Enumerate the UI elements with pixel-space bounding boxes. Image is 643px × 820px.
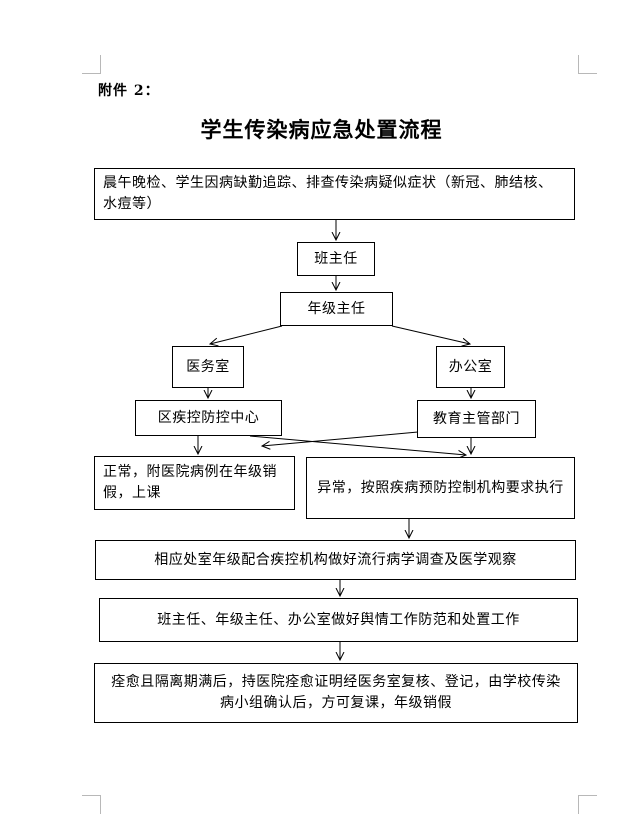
node-opinion-work: 班主任、年级主任、办公室做好舆情工作防范和处置工作 [99, 598, 578, 642]
node-education-dept: 教育主管部门 [417, 400, 536, 438]
node-screening: 晨午晚检、学生因病缺勤追踪、排查传染病疑似症状（新冠、肺结核、水痘等） [94, 168, 575, 220]
arrow-grade-director-to-general-office [391, 325, 470, 344]
node-cdc: 区疾控防控中心 [135, 400, 282, 436]
node-normal-case: 正常，附医院病例在年级销假，上课 [94, 456, 295, 510]
page-title: 学生传染病应急处置流程 [200, 117, 443, 142]
arrow-grade-director-to-medical-office [210, 325, 283, 344]
crop-mark-top-left [82, 55, 101, 74]
arrow-education-dept-to-cdc [262, 431, 419, 446]
node-general-office: 办公室 [436, 346, 505, 388]
node-return-to-school: 痊愈且隔离期满后，持医院痊愈证明经医务室复核、登记，由学校传染病小组确认后，方可… [94, 663, 578, 723]
crop-mark-bottom-right [578, 795, 597, 814]
node-abnormal-case: 异常，按照疾病预防控制机构要求执行 [306, 457, 575, 519]
node-investigation: 相应处室年级配合疾控机构做好流行病学调查及医学观察 [95, 540, 576, 580]
attachment-label: 附件 2： [98, 83, 160, 99]
node-grade-director: 年级主任 [280, 292, 393, 326]
crop-mark-bottom-left [82, 795, 101, 814]
crop-mark-top-right [578, 55, 597, 74]
node-head-teacher: 班主任 [297, 242, 375, 276]
arrow-cdc-to-abnormal-case [249, 435, 466, 455]
node-medical-office: 医务室 [172, 346, 244, 388]
